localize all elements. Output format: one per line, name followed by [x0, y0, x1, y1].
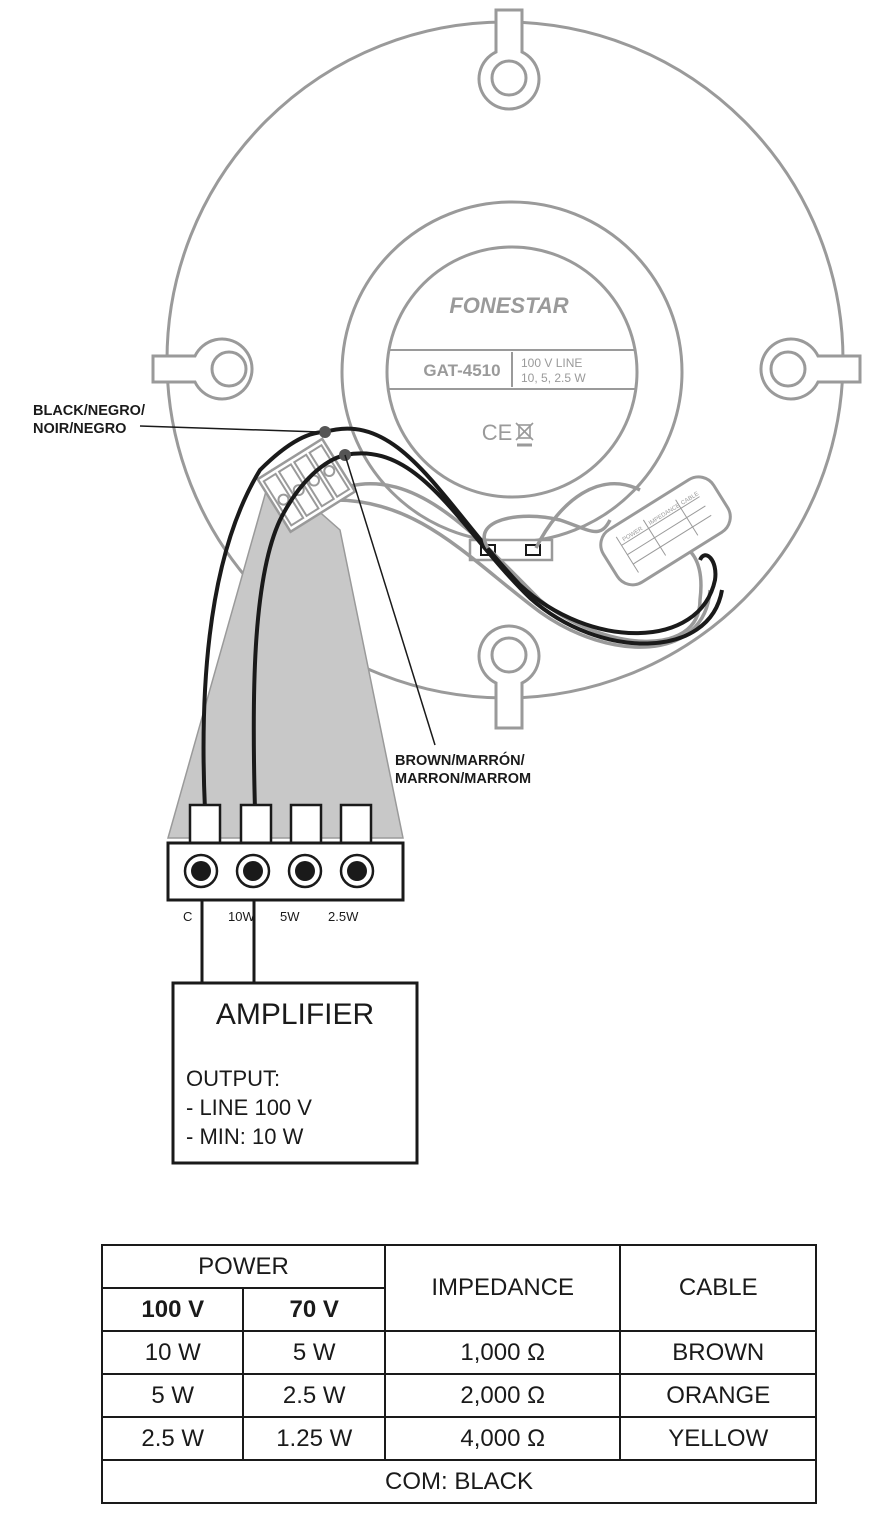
black-callout-line1: BLACK/NEGRO/: [33, 403, 145, 419]
cell-power-100v: 2.5 W: [100, 1416, 245, 1461]
black-wire-dot: [319, 426, 331, 438]
brown-callout-leader: [344, 454, 436, 746]
cell-power-70v: 5 W: [242, 1330, 386, 1375]
cell-impedance: 4,000 Ω: [383, 1416, 622, 1461]
ce-mark: CE: [482, 420, 513, 445]
table-row: 2.5 W 1.25 W 4,000 Ω YELLOW: [100, 1416, 817, 1461]
cable-tag: POWER IMPEDANCE CABLE: [599, 475, 732, 587]
tap-connector-2: [525, 544, 541, 556]
weee-bin-icon: [515, 422, 534, 447]
amplifier-line-spec: - LINE 100 V: [186, 1095, 312, 1120]
common-wire-cell: COM: BLACK: [101, 1459, 817, 1504]
subheader-100v: 100 V: [100, 1287, 245, 1332]
cell-power-100v: 5 W: [100, 1373, 245, 1418]
terminal-label-10w: 10W: [228, 909, 255, 924]
cell-power-70v: 1.25 W: [242, 1416, 386, 1461]
table-subheader-row: 100 V 70 V: [100, 1287, 816, 1332]
amplifier-output-label: OUTPUT:: [186, 1066, 281, 1091]
brown-wire-callout: BROWN/MARRÓN/ MARRON/MARROM: [395, 752, 531, 788]
tap-spec-table: POWER IMPEDANCE CABLE 100 V 70 V 10 W 5 …: [100, 1244, 817, 1504]
power-spec: 10, 5, 2.5 W: [521, 371, 586, 385]
cell-impedance: 1,000 Ω: [383, 1330, 622, 1375]
black-callout-line2: NOIR/NEGRO: [33, 421, 127, 437]
cell-cable: ORANGE: [619, 1373, 817, 1418]
table-row: 5 W 2.5 W 2,000 Ω ORANGE: [100, 1373, 817, 1418]
cell-power-100v: 10 W: [100, 1330, 245, 1375]
mounting-tab-top: [477, 8, 541, 111]
gray-cable-outer: [349, 482, 703, 643]
black-callout-leader: [139, 425, 321, 433]
table-footer-row: COM: BLACK: [101, 1459, 817, 1504]
power-header: POWER: [101, 1244, 386, 1289]
cell-cable: BROWN: [619, 1330, 817, 1375]
terminal-label-2-5w: 2.5W: [328, 909, 359, 924]
subheader-70v: 70 V: [242, 1287, 386, 1332]
black-wire-callout: BLACK/NEGRO/ NOIR/NEGRO: [33, 402, 145, 438]
brown-callout-line1: BROWN/MARRÓN/: [395, 753, 525, 769]
brown-callout-line2: MARRON/MARROM: [395, 771, 532, 787]
terminal-label-5w: 5W: [280, 909, 300, 924]
black-wire-loop-2: [344, 451, 724, 646]
cell-impedance: 2,000 Ω: [383, 1373, 622, 1418]
amplifier-title: AMPLIFIER: [215, 998, 375, 1031]
terminal-label-c: C: [183, 909, 193, 924]
line-spec: 100 V LINE: [521, 356, 582, 370]
cable-header: CABLE: [619, 1244, 817, 1332]
table-header-row: POWER IMPEDANCE CABLE: [101, 1244, 817, 1332]
brand-logo: FONESTAR: [449, 293, 568, 318]
black-wire-loop: [324, 426, 718, 636]
amp-terminal-block: [166, 803, 405, 902]
gray-wire-to-tap: [534, 482, 641, 549]
black-wire-to-c: [201, 430, 326, 811]
table-row: 10 W 5 W 1,000 Ω BROWN: [100, 1330, 817, 1375]
model-name: GAT-4510: [423, 361, 500, 380]
cell-cable: YELLOW: [619, 1416, 817, 1461]
gray-wire-to-tap-2: [482, 514, 612, 549]
mounting-tab-left: [151, 337, 254, 401]
mounting-tab-right: [759, 337, 862, 401]
amplifier-min-power: - MIN: 10 W: [186, 1124, 304, 1149]
impedance-header: IMPEDANCE: [383, 1244, 622, 1332]
mounting-tab-bottom: [477, 624, 541, 730]
brown-wire-to-10w: [251, 453, 346, 811]
cell-power-70v: 2.5 W: [242, 1373, 386, 1418]
wiring-diagram: FONESTAR GAT-4510 100 V LINE 10, 5, 2.5 …: [139, 8, 862, 1165]
amplifier-box: [171, 981, 419, 1165]
